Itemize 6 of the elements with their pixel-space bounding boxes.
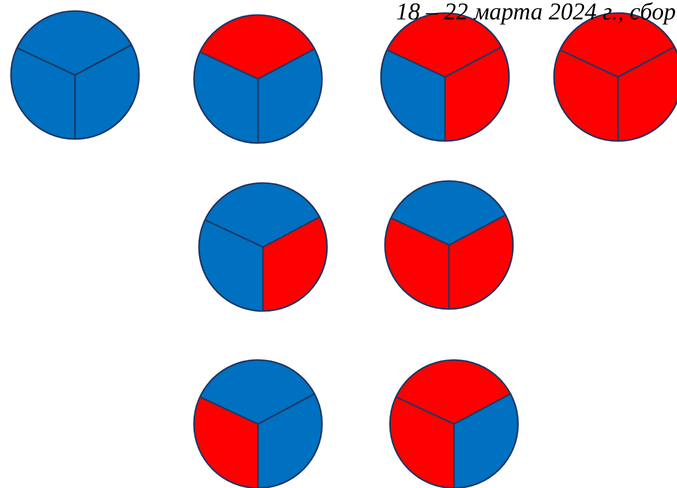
pie-circle <box>193 14 323 144</box>
pie-circle <box>384 180 514 310</box>
pie-circle <box>193 359 323 488</box>
pie-circle <box>198 182 328 312</box>
pie-circle <box>389 359 519 488</box>
pie-circle <box>10 10 140 140</box>
